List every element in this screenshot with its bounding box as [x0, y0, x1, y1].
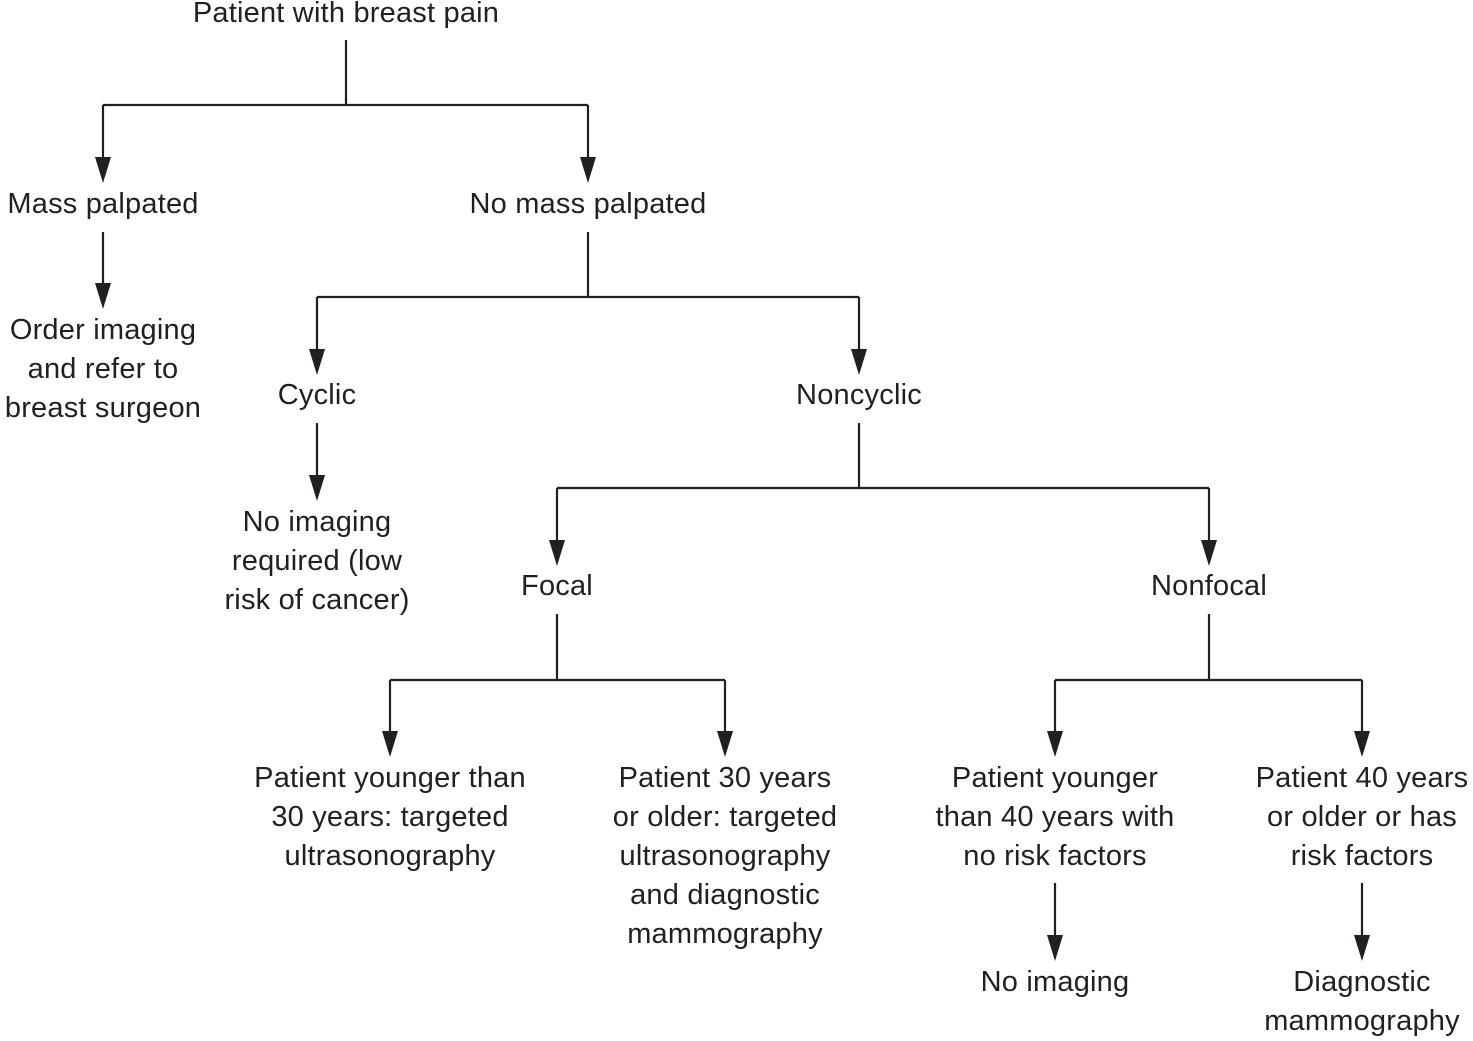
node-line: or older or has — [1267, 801, 1457, 833]
node-line: risk factors — [1290, 840, 1434, 872]
node-order-imaging: Order imaging and refer to breast surgeo… — [5, 311, 201, 428]
node-older-nonfocal: Patient 40 years or older or has risk fa… — [1256, 759, 1469, 876]
arrowhead-to-mass — [95, 157, 111, 183]
node-line: no risk factors — [963, 840, 1147, 872]
node-line: 30 years: targeted — [271, 801, 509, 833]
node-line: and diagnostic — [630, 879, 820, 911]
node-nonfocal: Nonfocal — [1151, 567, 1267, 606]
arrowhead-to-young-focal — [382, 731, 398, 757]
node-diagnostic-mammography: Diagnostic mammography — [1264, 963, 1460, 1041]
arrowhead-to-young-nonfocal — [1047, 731, 1063, 757]
node-line: No imaging — [242, 506, 392, 538]
arrowhead-to-no-mass — [580, 157, 596, 183]
arrowhead-to-no-imaging — [1047, 935, 1063, 961]
node-line: Order imaging — [9, 314, 197, 346]
node-line: mammography — [627, 918, 823, 950]
node-line: ultrasonography — [284, 840, 496, 872]
node-line: Nonfocal — [1150, 570, 1268, 602]
node-older-focal: Patient 30 years or older: targeted ultr… — [613, 759, 837, 954]
arrowhead-to-older-focal — [717, 731, 733, 757]
node-line: breast surgeon — [4, 392, 202, 424]
arrowhead-to-cyclic — [309, 349, 325, 375]
node-line: Patient younger than — [254, 762, 526, 794]
node-line: Cyclic — [277, 379, 357, 411]
node-mass-palpated: Mass palpated — [7, 185, 198, 224]
node-young-focal: Patient younger than 30 years: targeted … — [254, 759, 526, 876]
arrowhead-to-older-nonfocal — [1354, 731, 1370, 757]
node-line: mammography — [1264, 1005, 1460, 1037]
node-line: Mass palpated — [7, 188, 199, 220]
node-line: or older: targeted — [612, 801, 838, 833]
node-line: Focal — [521, 570, 593, 602]
node-line: Patient 30 years — [618, 762, 832, 794]
node-line: No imaging — [980, 966, 1130, 998]
node-line: ultrasonography — [619, 840, 831, 872]
node-noncyclic: Noncyclic — [796, 376, 922, 415]
node-line: No mass palpated — [469, 188, 707, 220]
node-line: Patient 40 years — [1255, 762, 1469, 794]
node-line: Patient with breast pain — [192, 0, 500, 29]
node-cyclic: Cyclic — [278, 376, 357, 415]
node-line: and refer to — [27, 353, 179, 385]
node-no-imaging-required: No imaging required (low risk of cancer) — [224, 503, 409, 620]
node-no-mass-palpated: No mass palpated — [470, 185, 707, 224]
node-line: risk of cancer) — [224, 584, 410, 616]
node-patient-with-breast-pain: Patient with breast pain — [193, 0, 499, 33]
node-line: Diagnostic — [1293, 966, 1431, 998]
node-line: than 40 years with — [935, 801, 1175, 833]
arrowhead-to-diag-mammo — [1354, 935, 1370, 961]
arrowhead-to-focal — [549, 540, 565, 566]
node-young-nonfocal: Patient younger than 40 years with no ri… — [936, 759, 1175, 876]
node-no-imaging: No imaging — [981, 963, 1130, 1002]
arrowhead-to-noncyclic — [851, 349, 867, 375]
arrowhead-to-no-imaging-required — [309, 475, 325, 501]
node-line: Patient younger — [951, 762, 1159, 794]
node-line: Noncyclic — [796, 379, 922, 411]
arrowhead-to-nonfocal — [1201, 540, 1217, 566]
arrowhead-to-order-imaging — [95, 283, 111, 309]
node-line: required (low — [231, 545, 403, 577]
node-focal: Focal — [521, 567, 593, 606]
